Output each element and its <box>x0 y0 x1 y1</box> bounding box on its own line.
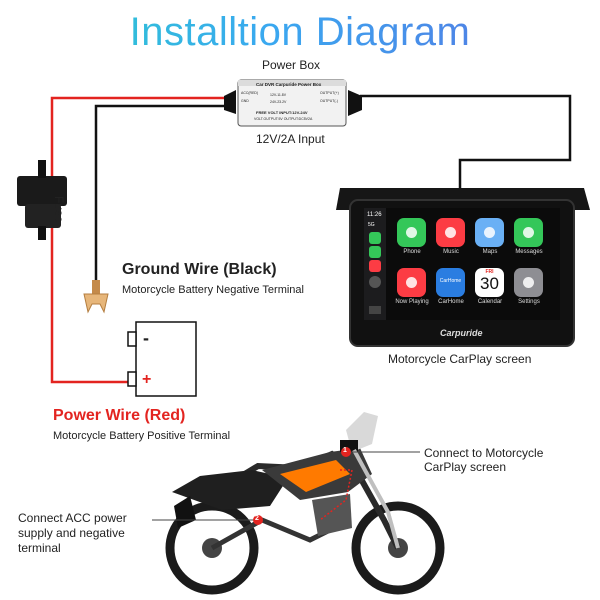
screen-caption: Motorcycle CarPlay screen <box>388 352 532 366</box>
app-label: CarHome <box>438 299 464 305</box>
music-icon[interactable] <box>436 218 465 247</box>
sidebar-phone-icon[interactable] <box>369 232 381 244</box>
power-box-input-label: 12V/2A Input <box>256 132 325 146</box>
power-box-label: Power Box <box>262 58 321 72</box>
power-box-gnd-text: GND <box>241 99 249 103</box>
calendar-day-text: FRI <box>485 269 494 275</box>
ground-wire-title: Ground Wire (Black) <box>122 261 277 278</box>
marker-2-dot <box>253 515 263 525</box>
black-ground-wire <box>94 104 232 282</box>
callout-screen-line2: CarPlay screen <box>424 460 507 474</box>
sidebar-messages-icon[interactable] <box>369 246 381 258</box>
power-box-acc-text: ACC(RED) <box>241 91 259 95</box>
power-wire-title: Power Wire (Red) <box>53 407 186 424</box>
screen-brand: Carpuride <box>440 328 483 338</box>
screen-signal: 5G <box>368 222 375 228</box>
power-box-sel1-text: 12V-11.8V <box>270 93 287 97</box>
music-glyph <box>445 227 456 238</box>
ground-terminal-icon <box>83 280 109 314</box>
callout-screen-line1: Connect to Motorcycle <box>424 446 544 460</box>
app-label: Messages <box>515 249 543 255</box>
motorcycle-illustration <box>165 412 445 595</box>
marker-2-label: 2 <box>255 515 259 522</box>
battery-icon <box>127 321 197 397</box>
fuse-icon <box>17 160 67 240</box>
maps-icon[interactable] <box>475 218 504 247</box>
screen-time: 11:26 <box>367 212 382 218</box>
diagram-title: Installtion Diagram <box>0 10 600 55</box>
messages-glyph <box>523 227 534 238</box>
messages-icon[interactable] <box>514 218 543 247</box>
callout-acc-line2: supply and negative <box>18 526 125 540</box>
screen-cable <box>360 94 572 190</box>
app-label: Now Playing <box>395 299 429 305</box>
marker-1-dot <box>341 447 351 457</box>
calendar-date-text: 30 <box>480 274 499 293</box>
power-box-foot2-text: VOLT.OUTPUT:5V OUTPUT:DC5V2A <box>254 117 313 121</box>
power-box-device <box>224 79 362 127</box>
battery-negative-terminal: - <box>143 328 149 348</box>
sidebar-dashboard-icon[interactable] <box>369 276 381 288</box>
app-label: Settings <box>518 299 540 305</box>
sidebar-grid-icon[interactable] <box>369 306 381 314</box>
app-label: Calendar <box>477 299 503 305</box>
power-box-sel2-text: 24V-23.2V <box>270 100 287 104</box>
now-playing-glyph <box>406 277 417 288</box>
app-label: Maps <box>482 249 498 255</box>
app-label: Phone <box>403 249 421 255</box>
callout-acc-line1: Connect ACC power <box>18 511 127 525</box>
fuse-label: Fuse <box>52 196 66 223</box>
settings-icon[interactable] <box>514 268 543 297</box>
carhome-icon-text: CarHome <box>439 278 462 284</box>
battery-positive-terminal: + <box>142 371 152 388</box>
callout-acc-line3: terminal <box>18 541 61 555</box>
power-box-foot1-text: FREE VOLT INPUT:12V-24V <box>256 110 308 115</box>
sidebar-music-icon[interactable] <box>369 260 381 272</box>
red-power-wire <box>50 96 232 384</box>
carhome-icon[interactable]: CarHome <box>436 268 465 297</box>
app-label: Music <box>443 249 459 255</box>
now-playing-icon[interactable] <box>397 268 426 297</box>
marker-1-label: 1 <box>343 447 347 454</box>
phone-icon[interactable] <box>397 218 426 247</box>
power-wire-desc: Motorcycle Battery Positive Terminal <box>53 430 231 442</box>
power-box-device-text: Car DVR Carpuride Power Box <box>256 82 322 87</box>
power-box-out2-text: OUTPUT(-) <box>320 99 338 103</box>
phone-glyph <box>406 227 417 238</box>
maps-glyph <box>484 227 495 238</box>
settings-glyph <box>523 277 534 288</box>
power-box-out1-text: OUTPUT(+) <box>320 91 339 95</box>
ground-wire-desc: Motorcycle Battery Negative Terminal <box>122 284 304 296</box>
